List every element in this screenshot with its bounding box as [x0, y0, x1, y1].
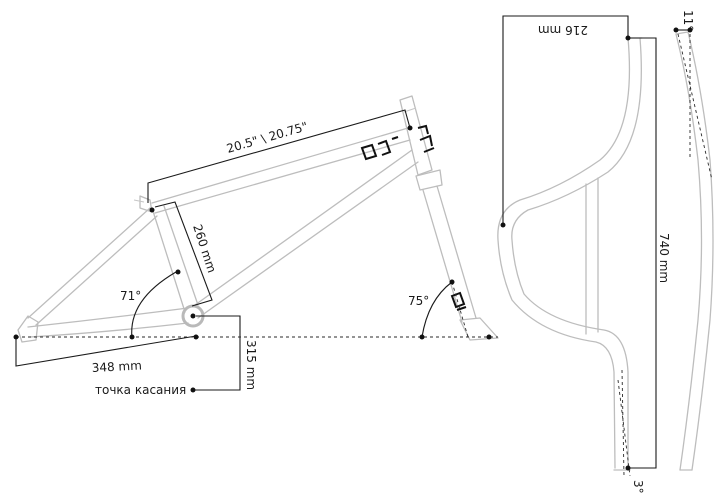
- frame-down-tube-lower-edge: [197, 161, 419, 319]
- fork-dropout: [459, 317, 499, 341]
- handlebar-side-profile-front: [675, 33, 703, 471]
- head-tube: [399, 95, 433, 176]
- frame-seat-stay-inner: [35, 215, 158, 326]
- front-axle-point: [486, 334, 492, 340]
- rear-axle-point: [13, 334, 19, 340]
- fork-logo-decal: [450, 291, 467, 311]
- bar-width-label: 216 mm: [538, 23, 588, 37]
- contact-point-label: точка касания: [95, 383, 186, 397]
- upsweep-left-point: [673, 27, 679, 33]
- fork-leg-back: [436, 185, 477, 319]
- seat-tube-top-point: [149, 207, 155, 213]
- upsweep-label: 11°: [681, 10, 695, 31]
- bb-height-label: 315 mm: [244, 340, 258, 390]
- frame-down-tube: [194, 149, 413, 306]
- upsweep-reference-line: [677, 33, 713, 181]
- frame-seat-tube: [151, 207, 186, 313]
- bar-width-dimension-line: [502, 15, 629, 225]
- bottom-bracket-center: [190, 313, 196, 319]
- head-angle-ground-point: [419, 334, 425, 340]
- top-tube-dimension-line: [147, 109, 411, 203]
- seat-tube-length-label: 260 mm: [190, 223, 219, 275]
- bb-ground-point: [193, 334, 199, 340]
- seat-angle-label: 71°: [120, 289, 141, 303]
- seat-tube-dimension-line: [154, 201, 213, 307]
- bar-height-dimension-line: [630, 37, 657, 469]
- top-tube-length-label: 20.5" \ 20.75": [225, 119, 309, 156]
- seat-angle-ground-point: [129, 334, 135, 340]
- frame-top-tube: [151, 127, 409, 204]
- head-tube-top-cap: [403, 107, 417, 113]
- chainstay-dimension-line: [15, 335, 197, 367]
- bar-width-left-point: [500, 222, 506, 228]
- bb-height-dimension-line: [194, 315, 241, 391]
- contact-point-marker: [190, 387, 196, 393]
- handlebar-side-view: 11°: [673, 10, 714, 471]
- head-angle-label: 75°: [408, 294, 429, 308]
- handlebar-side-profile-rear: [687, 31, 714, 471]
- frame-seat-tube-inner: [163, 205, 199, 306]
- frame-chain-stay-lower: [29, 322, 189, 338]
- backsweep-grip-axis: [617, 379, 631, 477]
- bar-top-point: [625, 35, 631, 41]
- head-angle-point: [449, 279, 455, 285]
- seat-angle-point: [175, 269, 181, 275]
- frame-chain-stay: [27, 307, 189, 328]
- frame-dimensions: 20.5" \ 20.75" 260 mm 71° 348 mm 315 mm …: [13, 109, 498, 397]
- bar-height-label: 740 mm: [657, 233, 671, 283]
- handlebar-inner-profile: [511, 37, 642, 469]
- fork-crown: [415, 169, 443, 191]
- frame-seat-stay: [27, 207, 151, 319]
- head-tube-top-point: [407, 125, 413, 131]
- handlebar-outer-profile: [497, 37, 631, 469]
- seat-angle-arc: [131, 271, 177, 339]
- backsweep-label: 3°: [631, 480, 645, 494]
- head-angle-arc: [421, 281, 453, 338]
- seat-bolt: [133, 199, 145, 203]
- head-tube-logo-decal: [417, 124, 435, 153]
- bar-bottom-point: [625, 465, 631, 471]
- upsweep-right-point: [687, 27, 693, 33]
- fork-leg: [422, 189, 463, 323]
- rear-dropout: [17, 315, 39, 343]
- frame-top-tube-lower-edge: [154, 139, 411, 214]
- top-tube-logo-decal: [360, 136, 399, 161]
- handlebar-front-view: 216 mm 740 mm 3°: [497, 15, 671, 494]
- chainstay-length-label: 348 mm: [91, 358, 142, 375]
- handlebar-side-top-cap: [675, 31, 689, 35]
